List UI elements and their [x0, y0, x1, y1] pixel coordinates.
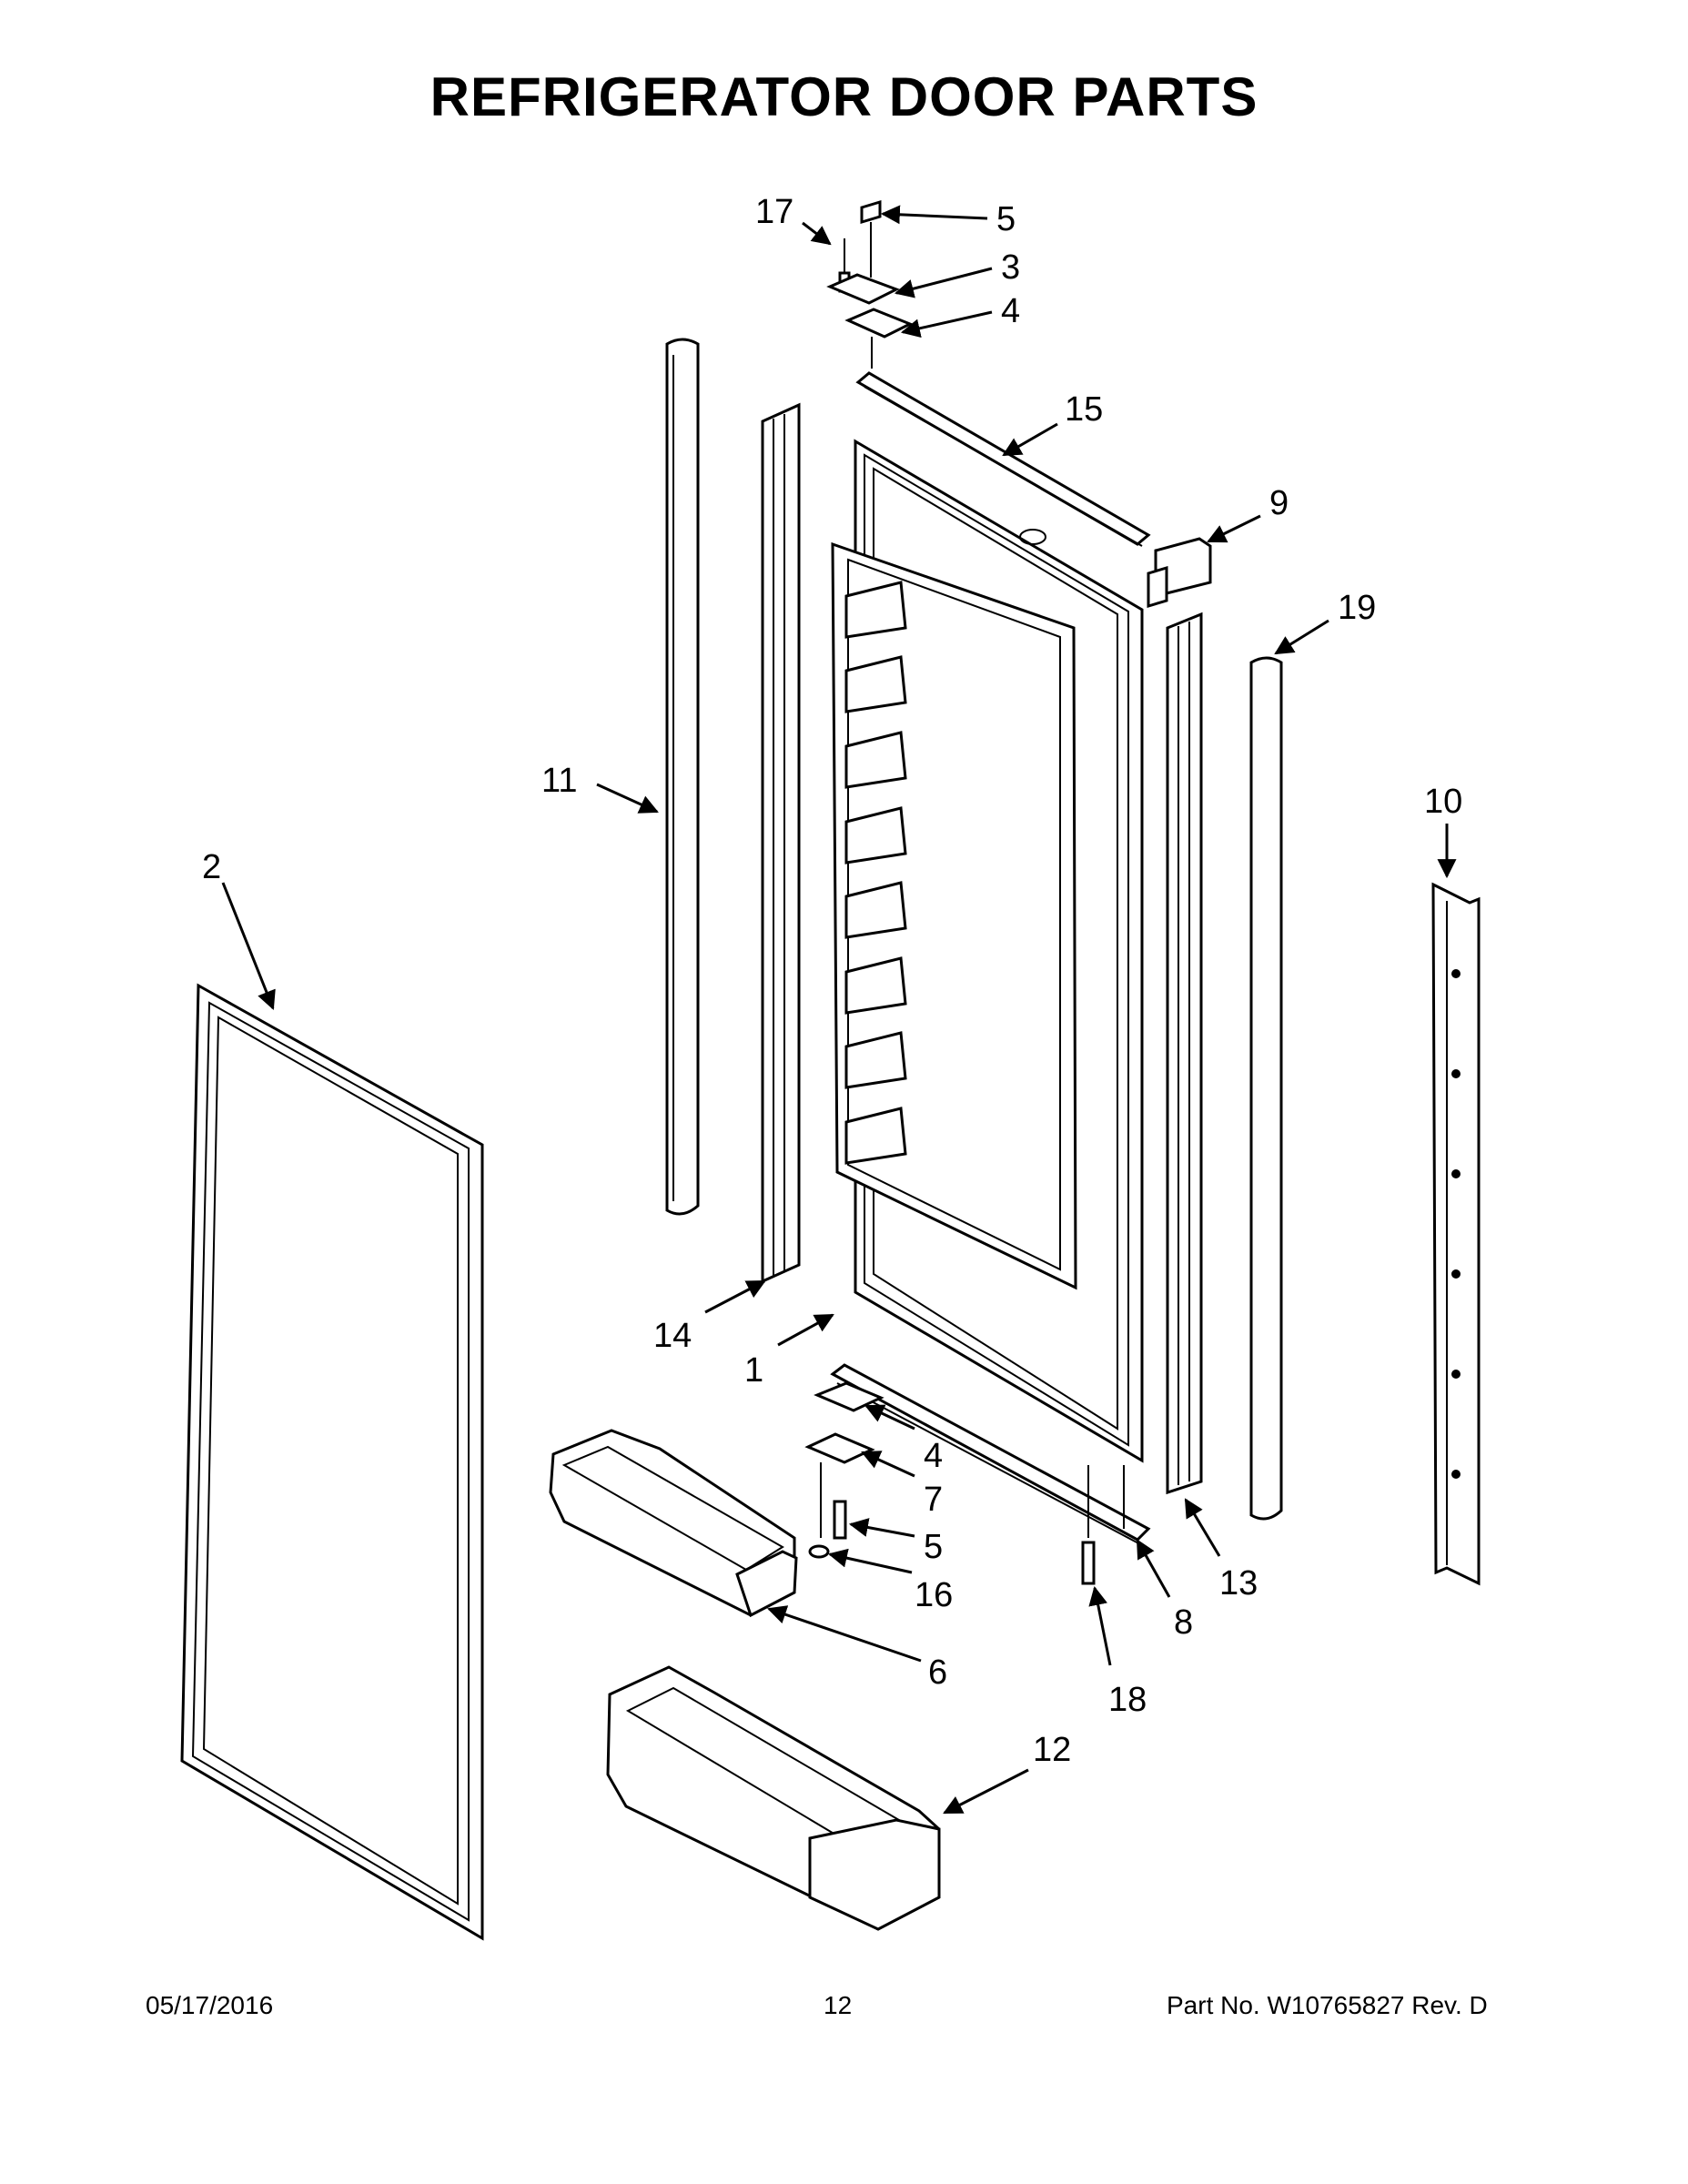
callout-9: 9: [1269, 484, 1289, 522]
leader-4-top: [900, 310, 993, 339]
leader-6: [767, 1605, 922, 1663]
footer-page-number: 12: [824, 1991, 853, 2019]
callout-labels: 17 5 3 4 15 9 19 11 10 2 14 1 4 7 5 16 1…: [202, 193, 1462, 1769]
leader-18: [1088, 1585, 1112, 1666]
leader-11: [596, 783, 659, 814]
vertical-bracket-part: [1431, 882, 1481, 1586]
latch-part: [1147, 537, 1212, 609]
leader-2: [221, 882, 276, 1010]
callout-11: 11: [541, 762, 577, 800]
callout-16: 16: [915, 1576, 953, 1614]
leader-lines: [221, 205, 1457, 1815]
bottom-hinge-group: [804, 1381, 1125, 1585]
page-title: REFRIGERATOR DOOR PARTS: [430, 66, 1258, 127]
bottom-door-strip: [830, 1363, 1151, 1546]
top-door-strip: [855, 371, 1151, 547]
leader-19: [1274, 619, 1329, 655]
callout-17: 17: [755, 193, 793, 231]
large-door-bin: [606, 1665, 941, 1931]
leader-5-top: [880, 205, 988, 225]
leader-16: [827, 1548, 913, 1574]
footer-part-number: Part No. W10765827 Rev. D: [1167, 1991, 1488, 2019]
callout-8: 8: [1174, 1603, 1193, 1642]
leader-8: [1136, 1539, 1171, 1598]
leader-14: [704, 1279, 766, 1314]
callout-14: 14: [653, 1317, 692, 1355]
footer-date: 05/17/2016: [146, 1991, 274, 2019]
callout-3: 3: [1001, 248, 1020, 287]
left-tube-part: [665, 338, 700, 1216]
callout-19: 19: [1338, 589, 1376, 627]
door-liner-assembly: [831, 439, 1144, 1463]
callout-18: 18: [1108, 1681, 1147, 1719]
leader-9: [1207, 514, 1261, 543]
callout-1: 1: [744, 1351, 763, 1390]
leader-7: [861, 1451, 915, 1478]
leader-5-bottom: [848, 1518, 915, 1538]
top-hinge-group: [826, 199, 914, 369]
callout-4-bottom: 4: [924, 1437, 943, 1475]
callout-5-bottom: 5: [924, 1528, 943, 1566]
leader-12: [943, 1768, 1029, 1815]
leader-13: [1184, 1498, 1221, 1557]
callout-15: 15: [1065, 390, 1103, 429]
callout-6: 6: [928, 1653, 947, 1692]
small-door-bin: [549, 1429, 798, 1618]
callout-2: 2: [202, 848, 221, 886]
callout-5-top: 5: [996, 200, 1016, 238]
callout-13: 13: [1219, 1564, 1258, 1603]
leader-17: [802, 221, 832, 246]
door-gasket: [180, 983, 484, 1941]
callout-4-top: 4: [1001, 292, 1020, 330]
leader-3: [894, 267, 993, 298]
right-tube-part: [1249, 656, 1283, 1521]
leader-1: [777, 1313, 834, 1347]
leader-15: [1002, 422, 1058, 457]
callout-10: 10: [1424, 783, 1462, 821]
callout-7: 7: [924, 1481, 943, 1519]
callout-12: 12: [1033, 1731, 1071, 1769]
hinge-side-strip: [761, 402, 801, 1284]
right-side-strip: [1166, 612, 1203, 1495]
leader-4-bottom: [864, 1404, 915, 1431]
